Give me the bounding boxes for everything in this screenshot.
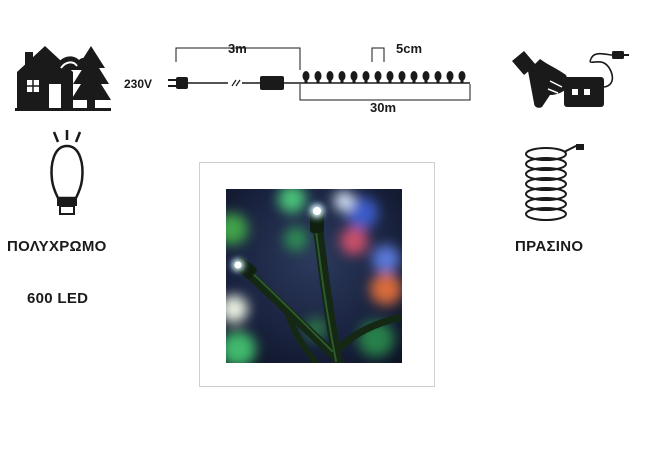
lead-length-label: 3m (228, 41, 247, 56)
led-bulb-icon (50, 130, 84, 215)
product-photo (226, 189, 402, 363)
voltage-label: 230V (124, 77, 153, 91)
house-tree-icon (15, 46, 111, 111)
coiled-cable-icon (525, 144, 584, 221)
dimension-diagram (168, 47, 471, 101)
color-label: ΠΟΛΥΧΡΩΜΟ (7, 238, 107, 255)
spacing-label: 5cm (396, 41, 423, 56)
led-count-label: 600 LED (27, 290, 89, 307)
cable-label: ΠΡΑΣΙΝΟ (515, 238, 584, 255)
total-length-label: 30m (370, 100, 397, 115)
hand-plug-icon (512, 51, 629, 108)
